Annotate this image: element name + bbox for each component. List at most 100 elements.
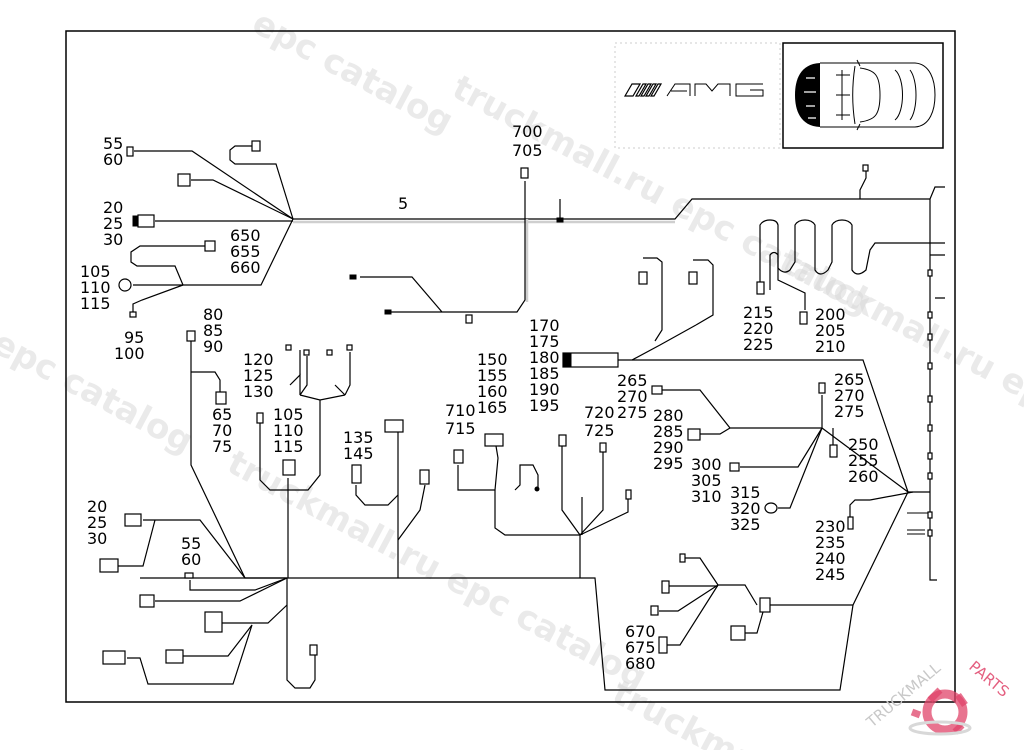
callout-710: 710 xyxy=(445,401,476,420)
callout-105-mid: 105 xyxy=(273,405,304,424)
callout-130: 130 xyxy=(243,382,274,401)
callout-90: 90 xyxy=(203,337,223,356)
callout-320: 320 xyxy=(730,499,761,518)
callout-240: 240 xyxy=(815,549,846,568)
callout-25: 25 xyxy=(103,214,123,233)
callout-175: 175 xyxy=(529,332,560,351)
connector-20-25-30-icon xyxy=(137,214,155,228)
watermark-text: epc catalog xyxy=(0,323,200,462)
connector-105-110-115-mid-icon xyxy=(282,459,296,476)
callout-labels: 55 60 20 25 30 650 655 660 105 110 115 9… xyxy=(80,122,879,673)
callout-110: 110 xyxy=(80,278,111,297)
callout-80: 80 xyxy=(203,305,223,324)
callout-225: 225 xyxy=(743,335,774,354)
callout-270-a: 270 xyxy=(617,387,648,406)
callout-125: 125 xyxy=(243,366,274,385)
callout-720: 720 xyxy=(584,403,615,422)
callout-185: 185 xyxy=(529,364,560,383)
callout-650: 650 xyxy=(230,226,261,245)
ecu-branch xyxy=(562,324,930,606)
callout-150: 150 xyxy=(477,350,508,369)
right-wavy-lines xyxy=(638,219,945,342)
callout-675: 675 xyxy=(625,638,656,657)
callout-65: 65 xyxy=(212,405,232,424)
callout-680: 680 xyxy=(625,654,656,673)
main-harness xyxy=(293,164,945,581)
callout-275-b: 275 xyxy=(834,402,865,421)
callout-250: 250 xyxy=(848,435,879,454)
callout-115-mid: 115 xyxy=(273,437,304,456)
callout-255: 255 xyxy=(848,451,879,470)
connector-700-705-icon xyxy=(520,167,529,179)
callout-660: 660 xyxy=(230,258,261,277)
callout-670: 670 xyxy=(625,622,656,641)
callout-120: 120 xyxy=(243,350,274,369)
truckmall-parts-logo: TRUCKMALL PARTS xyxy=(862,657,1013,736)
callout-20: 20 xyxy=(103,198,123,217)
callout-310: 310 xyxy=(691,487,722,506)
vehicle-top-view-icon xyxy=(795,59,936,131)
callout-190: 190 xyxy=(529,380,560,399)
callout-315: 315 xyxy=(730,483,761,502)
callout-270-b: 270 xyxy=(834,386,865,405)
center-lower-branch xyxy=(351,419,632,578)
watermark-layer: epc catalog truckmall.ru epc catalog epc… xyxy=(0,3,1024,754)
callout-280: 280 xyxy=(653,406,684,425)
callout-110-mid: 110 xyxy=(273,421,304,440)
connector-670-675-680-icon xyxy=(658,636,668,654)
bottom-right-branch xyxy=(650,553,771,654)
callout-265-a: 265 xyxy=(617,371,648,390)
callout-275-a: 275 xyxy=(617,403,648,422)
connector-105-110-115-icon xyxy=(118,278,132,292)
callout-105: 105 xyxy=(80,262,111,281)
callout-260: 260 xyxy=(848,467,879,486)
callout-215: 215 xyxy=(743,303,774,322)
logo-text-parts: PARTS xyxy=(965,657,1012,701)
drawing-frame xyxy=(65,30,956,703)
inline-clip-markers xyxy=(907,269,933,537)
callout-145: 145 xyxy=(343,444,374,463)
callout-285: 285 xyxy=(653,422,684,441)
callout-135: 135 xyxy=(343,428,374,447)
callout-155: 155 xyxy=(477,366,508,385)
callout-205: 205 xyxy=(815,321,846,340)
callout-30-bottom: 30 xyxy=(87,529,107,548)
callout-725: 725 xyxy=(584,421,615,440)
callout-60-bottom: 60 xyxy=(181,550,201,569)
callout-200: 200 xyxy=(815,305,846,324)
callout-25-bottom: 25 xyxy=(87,513,107,532)
callout-300: 300 xyxy=(691,455,722,474)
connector-650-655-660-icon xyxy=(204,240,216,252)
connector-square-icon xyxy=(177,173,191,187)
callout-20-bottom: 20 xyxy=(87,497,107,516)
callout-95: 95 xyxy=(124,328,144,347)
callout-55-bottom: 55 xyxy=(181,534,201,553)
amg-logo-icon: AMG xyxy=(623,83,764,97)
sensor-200-205-210-icon xyxy=(799,311,808,325)
connector-55-60-icon xyxy=(126,146,134,157)
center-top-branch xyxy=(349,167,529,324)
callout-55: 55 xyxy=(103,134,123,153)
vehicle-inset-panel xyxy=(782,42,944,149)
callout-230: 230 xyxy=(815,517,846,536)
mid-left-branch xyxy=(186,330,353,579)
callout-85: 85 xyxy=(203,321,223,340)
callout-165: 165 xyxy=(477,398,508,417)
bottom-harness xyxy=(99,513,854,691)
callout-325: 325 xyxy=(730,515,761,534)
header-box: AMG xyxy=(614,42,944,149)
callout-220: 220 xyxy=(743,319,774,338)
callout-715: 715 xyxy=(445,419,476,438)
gear-icon xyxy=(908,687,972,736)
callout-700: 700 xyxy=(512,122,543,141)
callout-305: 305 xyxy=(691,471,722,490)
sensor-215-220-225-icon xyxy=(756,281,765,295)
callout-180: 180 xyxy=(529,348,560,367)
callout-75: 75 xyxy=(212,437,232,456)
callout-705: 705 xyxy=(512,141,543,160)
callout-245: 245 xyxy=(815,565,846,584)
left-upper-branch xyxy=(118,140,294,318)
callout-170: 170 xyxy=(529,316,560,335)
callout-100: 100 xyxy=(114,344,145,363)
